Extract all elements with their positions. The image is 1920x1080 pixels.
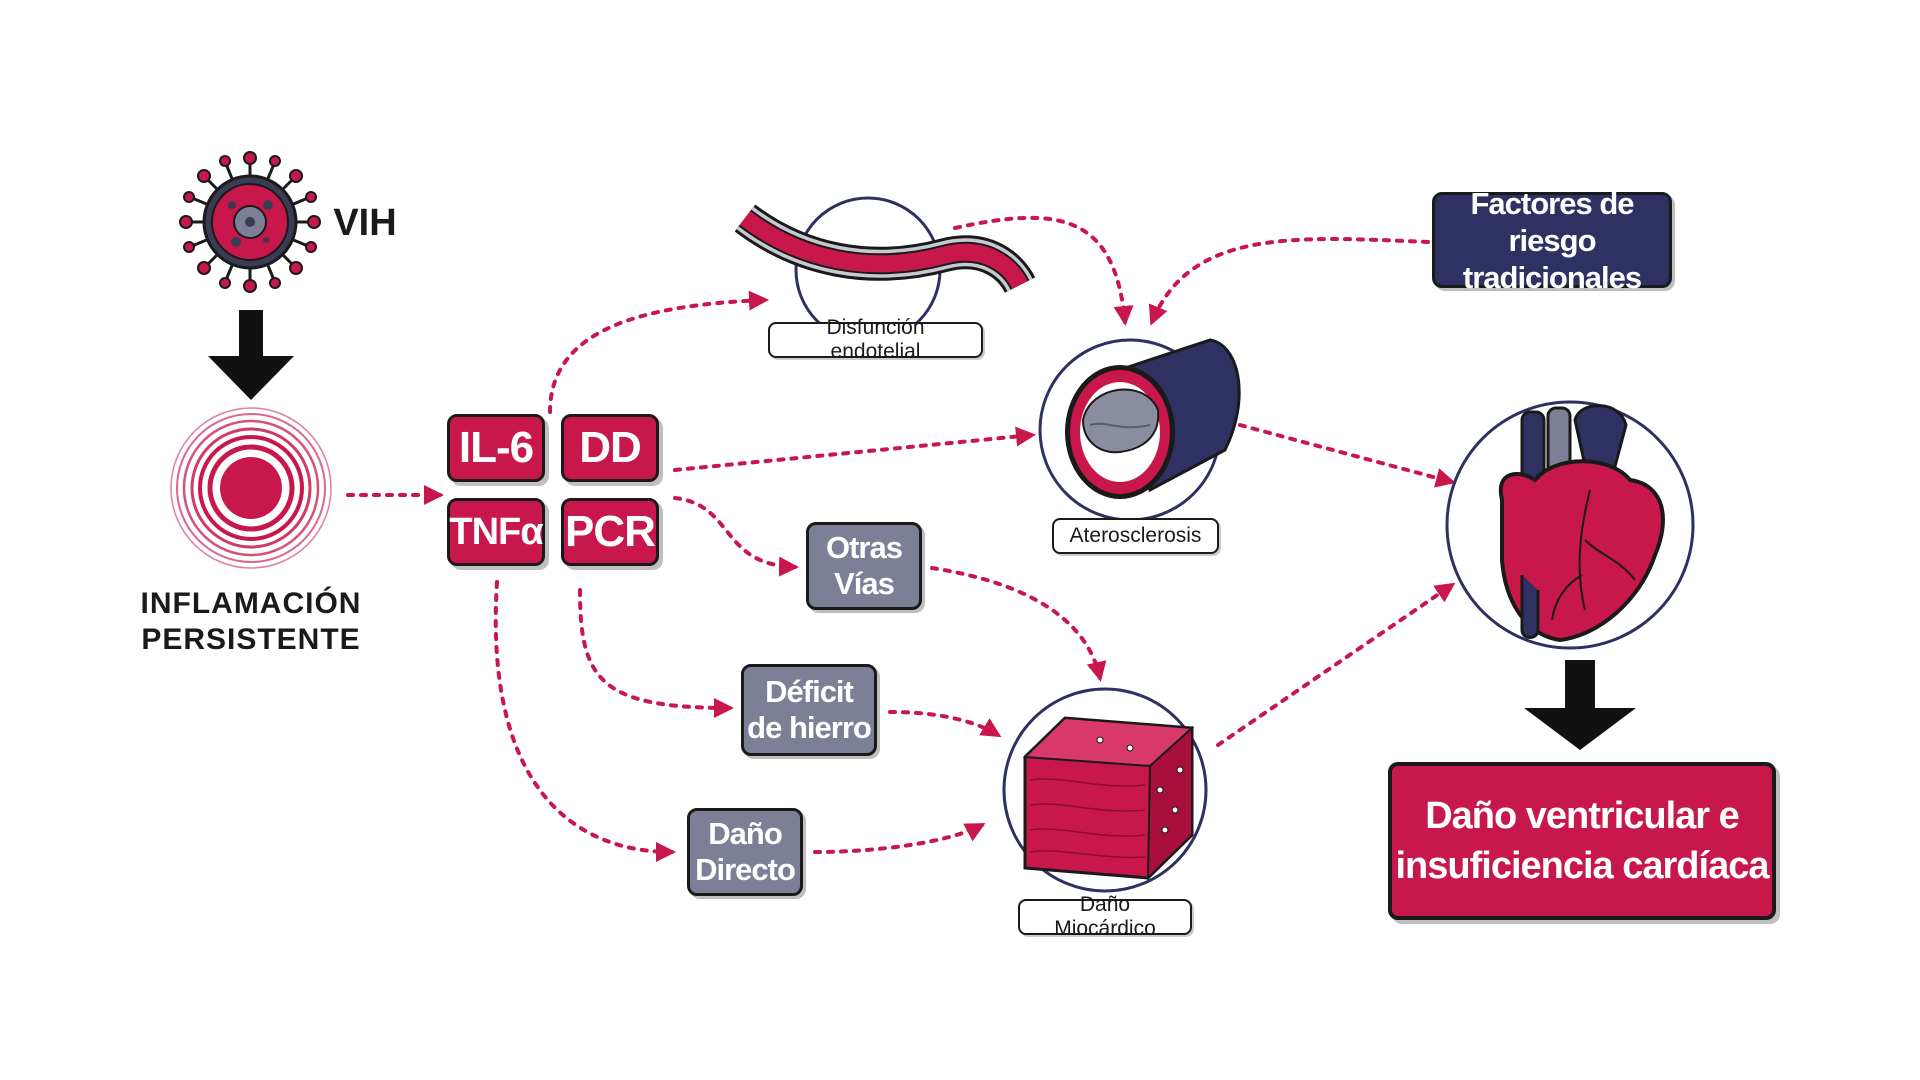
virus-icon bbox=[179, 151, 321, 293]
connector-arrows bbox=[346, 215, 1456, 862]
inflammation-line2: PERSISTENTE bbox=[141, 623, 361, 656]
arrow-risk-factors-to-aterosclerosis bbox=[1148, 237, 1430, 326]
result-line1: Daño ventricular e bbox=[1425, 795, 1740, 837]
arrow-markers-to-otras-vias bbox=[673, 496, 799, 577]
otras-vias-line2: Vías bbox=[834, 566, 895, 601]
heart-icon bbox=[1445, 400, 1695, 650]
marker-il6: IL-6 bbox=[447, 414, 545, 482]
arrow-deficit-to-myocardium bbox=[888, 710, 1002, 738]
otras-vias-line1: Otras bbox=[826, 530, 903, 565]
arrow-disfuncion-to-aterosclerosis bbox=[953, 215, 1134, 326]
result-box: Daño ventricular e insuficiencia cardíac… bbox=[1388, 762, 1776, 920]
result-line2: insuficiencia cardíaca bbox=[1395, 845, 1770, 887]
inflammation-label: INFLAMACIÓN PERSISTENTE bbox=[140, 582, 362, 662]
down-arrow-icon bbox=[208, 310, 294, 400]
arrow-myocardium-to-heart bbox=[1216, 582, 1456, 747]
otras-vias-box: Otras Vías bbox=[806, 522, 922, 610]
arrow-markers-to-disfuncion bbox=[548, 290, 769, 414]
dano-directo-box: Daño Directo bbox=[687, 808, 803, 896]
marker-tnfa: TNFα bbox=[447, 498, 545, 566]
arrow-markers-to-deficit bbox=[578, 588, 734, 718]
aterosclerosis-label: Aterosclerosis bbox=[1052, 518, 1219, 554]
virus-label: VIH bbox=[333, 201, 397, 244]
deficit-hierro-box: Déficit de hierro bbox=[741, 664, 877, 756]
concentric-rings-icon bbox=[170, 407, 332, 569]
disfuncion-endotelial-label: Disfunción endotelial bbox=[768, 316, 983, 363]
risk-factors-line1: Factores de riesgo bbox=[1470, 185, 1634, 258]
down-arrow-icon-result bbox=[1524, 660, 1636, 750]
arrow-aterosclerosis-to-heart bbox=[1238, 423, 1456, 488]
arrow-markers-to-aterosclerosis bbox=[673, 426, 1036, 472]
marker-pcr: PCR bbox=[561, 498, 659, 566]
deficit-hierro-line2: de hierro bbox=[747, 710, 872, 745]
marker-dd: DD bbox=[561, 414, 659, 482]
inflammation-line1: INFLAMACIÓN bbox=[140, 587, 362, 620]
dano-directo-line2: Directo bbox=[695, 852, 796, 887]
risk-factors-line2: tradicionales bbox=[1462, 259, 1642, 295]
myocardium-tissue-icon bbox=[1002, 687, 1208, 893]
arrow-otras-vias-to-myocardium bbox=[930, 566, 1107, 682]
arrow-dano-directo-to-myocardium bbox=[813, 823, 986, 854]
blood-vessel-icon bbox=[734, 196, 1036, 344]
arrow-markers-to-dano-directo bbox=[493, 580, 676, 862]
dano-directo-line1: Daño bbox=[708, 816, 782, 851]
artery-plaque-icon bbox=[1038, 338, 1241, 522]
dano-miocardico-label: Daño Miocárdico bbox=[1018, 893, 1192, 940]
risk-factors-box: Factores de riesgo tradicionales bbox=[1432, 186, 1672, 295]
deficit-hierro-line1: Déficit bbox=[765, 674, 854, 709]
